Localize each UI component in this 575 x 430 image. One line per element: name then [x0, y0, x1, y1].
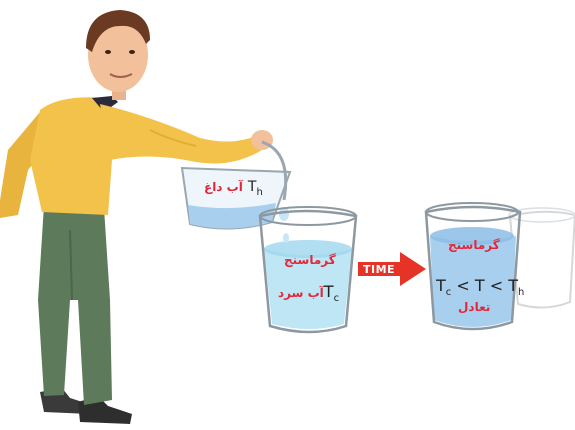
- time-arrow-label: TIME: [363, 263, 395, 276]
- left-water-label: آب سردTc: [278, 282, 339, 304]
- rel-t3-sub: h: [518, 287, 524, 298]
- rel-t2: T: [475, 276, 485, 295]
- beaker-left: [260, 207, 356, 332]
- equilibrium-relation: Tc < T < Th: [436, 276, 524, 298]
- left-symbol: T: [324, 282, 334, 301]
- left-symbol-sub: c: [334, 293, 340, 304]
- rel-op1: <: [456, 276, 469, 295]
- pitcher-label-fa: آب داغ: [204, 180, 243, 194]
- left-thermometer-label: گرماسنج: [284, 253, 336, 267]
- equilibrium-label: تعادل: [458, 300, 490, 314]
- rel-t1-sub: c: [446, 287, 452, 298]
- pitcher-label: آب داغ Th: [204, 176, 263, 198]
- right-thermometer-label: گرماسنج: [448, 238, 500, 252]
- rel-t3: T: [508, 276, 518, 295]
- rel-t1: T: [436, 276, 446, 295]
- rel-op2: <: [490, 276, 503, 295]
- pitcher-symbol-sub: h: [256, 187, 262, 198]
- left-water-label-fa: آب سرد: [278, 286, 324, 300]
